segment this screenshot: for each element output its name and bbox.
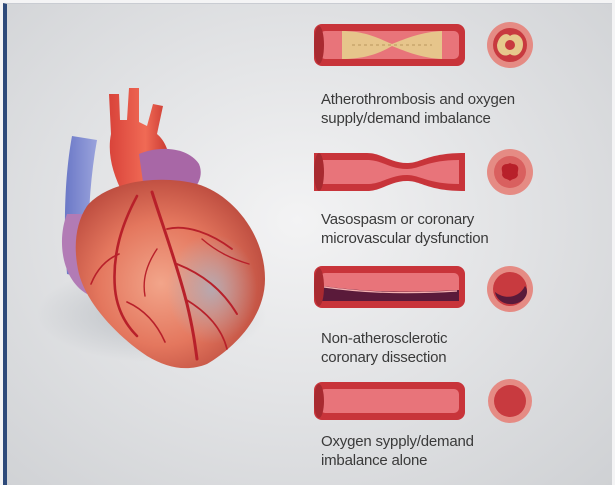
label-atherothrombosis: Atherothrombosis and oxygen supply/deman… — [321, 90, 601, 128]
label-line: Oxygen sypply/demand — [321, 432, 601, 451]
label-line: imbalance alone — [321, 451, 601, 470]
vessel-supply-demand — [312, 378, 467, 424]
heart-illustration — [27, 74, 277, 374]
diagram-panel: Atherothrombosis and oxygen supply/deman… — [3, 3, 612, 485]
cross-section-dissection — [485, 264, 535, 314]
cross-section-supply-demand — [485, 376, 535, 426]
cross-section-atherothrombosis — [485, 20, 535, 70]
label-line: Vasospasm or coronary — [321, 210, 601, 229]
label-line: coronary dissection — [321, 348, 601, 367]
label-line: microvascular dysfunction — [321, 229, 601, 248]
vessel-dissection — [312, 264, 467, 310]
vessel-vasospasm — [312, 149, 467, 195]
vessel-atherothrombosis — [312, 22, 467, 68]
label-line: Atherothrombosis and oxygen — [321, 90, 601, 109]
label-dissection: Non-atherosclerotic coronary dissection — [321, 329, 601, 367]
label-supply-demand: Oxygen sypply/demand imbalance alone — [321, 432, 601, 470]
cross-section-vasospasm — [485, 147, 535, 197]
label-line: Non-atherosclerotic — [321, 329, 601, 348]
heart-left-ventricle — [167, 234, 257, 344]
label-vasospasm: Vasospasm or coronary microvascular dysf… — [321, 210, 601, 248]
label-line: supply/demand imbalance — [321, 109, 601, 128]
